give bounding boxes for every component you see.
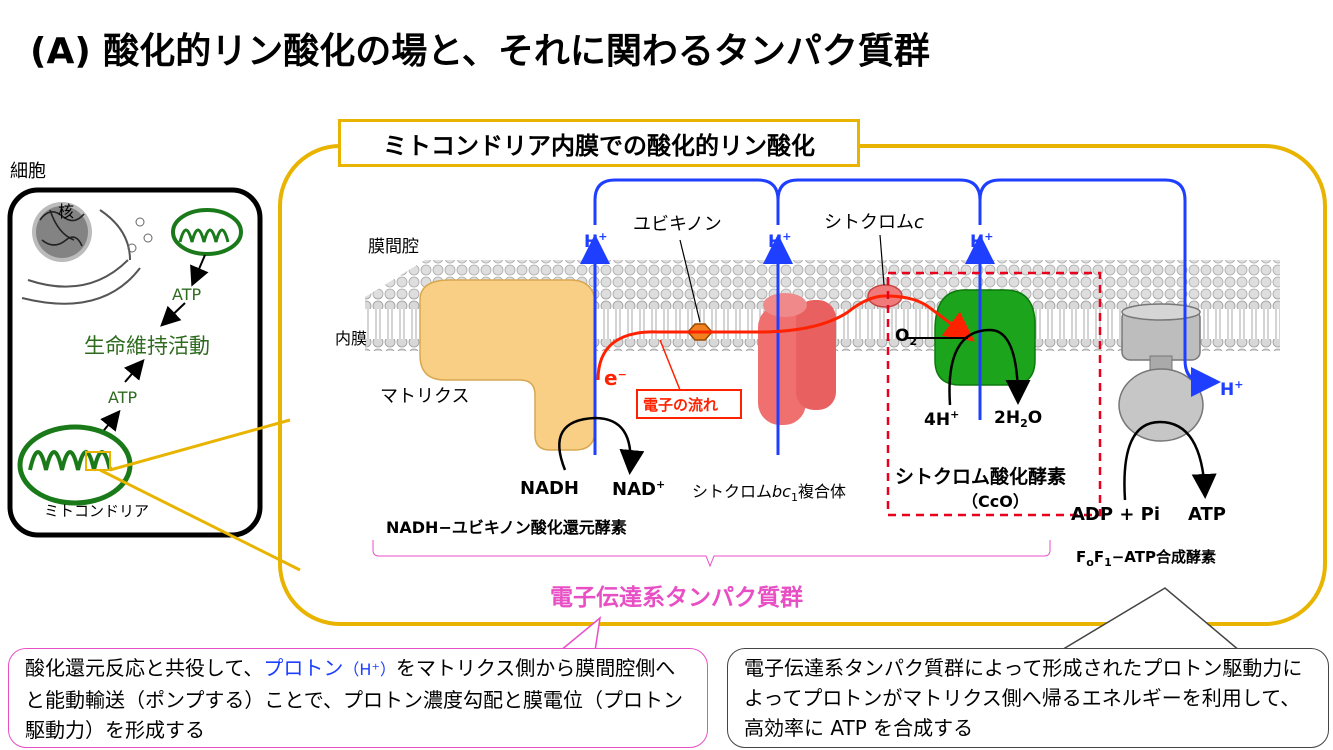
nucleus-icon	[21, 202, 153, 305]
mitochondrion-top-icon	[171, 208, 243, 256]
life-activity-label: 生命維持活動	[84, 334, 210, 358]
mitochondria-label: ミトコンドリア	[44, 502, 150, 520]
proton-label-4: H+	[1220, 378, 1244, 400]
complex3-label: シトクロムbc1複合体	[692, 482, 846, 504]
electron-flow-label-box	[636, 389, 742, 419]
nad-plus-label: NAD+	[612, 478, 666, 500]
electron-flow-label: 電子の流れ	[643, 396, 719, 414]
atp-label-bottom: ATP	[108, 388, 138, 407]
atp-reaction-arrow	[1123, 420, 1217, 501]
o2-reaction-arrow	[948, 328, 1031, 406]
nucleus-label: 核	[58, 202, 75, 221]
membrane-panel-title: ミトコンドリア内膜での酸化的リン酸化	[338, 119, 860, 167]
adp-pi-label: ADP + Pi	[1071, 504, 1161, 525]
mitochondrion-bottom-icon	[17, 424, 133, 506]
complex3-shape	[758, 293, 836, 425]
complex1-shape	[419, 279, 596, 451]
nadh-reaction-arrow	[558, 416, 645, 475]
atp-synthase-shape	[1118, 303, 1204, 442]
electron-flow-path	[596, 294, 975, 381]
zoom-highlight	[85, 451, 111, 471]
inner-membrane-label: 内膜	[335, 329, 368, 348]
atp-synthase-label: FoF1−ATP合成酵素	[1076, 548, 1216, 569]
etc-bracket	[372, 540, 1051, 568]
complex1-label: NADH−ユビキノン酸化還元酵素	[386, 518, 627, 537]
intermembrane-space-label: 膜間腔	[368, 237, 419, 257]
four-h-label: 4H+	[924, 408, 960, 430]
slide-title: (A) 酸化的リン酸化の場と、それに関わるタンパク質群	[30, 31, 930, 72]
proton-label-3: H+	[970, 230, 994, 252]
proton-label-2: H+	[768, 230, 792, 252]
cco-highlight-box	[886, 271, 1102, 517]
nadh-label: NADH	[520, 478, 580, 499]
proton-return-path	[593, 178, 1215, 382]
ubiquinone-label: ユビキノン	[633, 214, 722, 235]
etc-group-label: 電子伝達系タンパク質群	[550, 585, 803, 611]
water-label: 2H2O	[994, 408, 1043, 430]
callout-proton-pumping: 酸化還元反応と共役して、プロトン（H⁺）をマトリクス側から膜間腔側へと能動輸送（…	[8, 648, 708, 748]
atp-product-label: ATP	[1188, 504, 1227, 525]
complex4-abbr: （CcO）	[962, 492, 1029, 511]
cytochrome-c-label: シトクロムc	[824, 212, 924, 233]
o2-label: O2	[895, 326, 918, 348]
complex4-label: シトクロム酸化酵素	[895, 466, 1067, 488]
callout-atp-synthesis: 電子伝達系タンパク質群によって形成されたプロトン駆動力によってプロトンがマトリク…	[727, 648, 1329, 748]
matrix-label: マトリクス	[380, 386, 470, 407]
proton-label-1: H+	[584, 230, 608, 252]
cell-label: 細胞	[10, 161, 46, 182]
atp-label-top: ATP	[172, 285, 202, 304]
electron-label: e−	[604, 366, 627, 390]
